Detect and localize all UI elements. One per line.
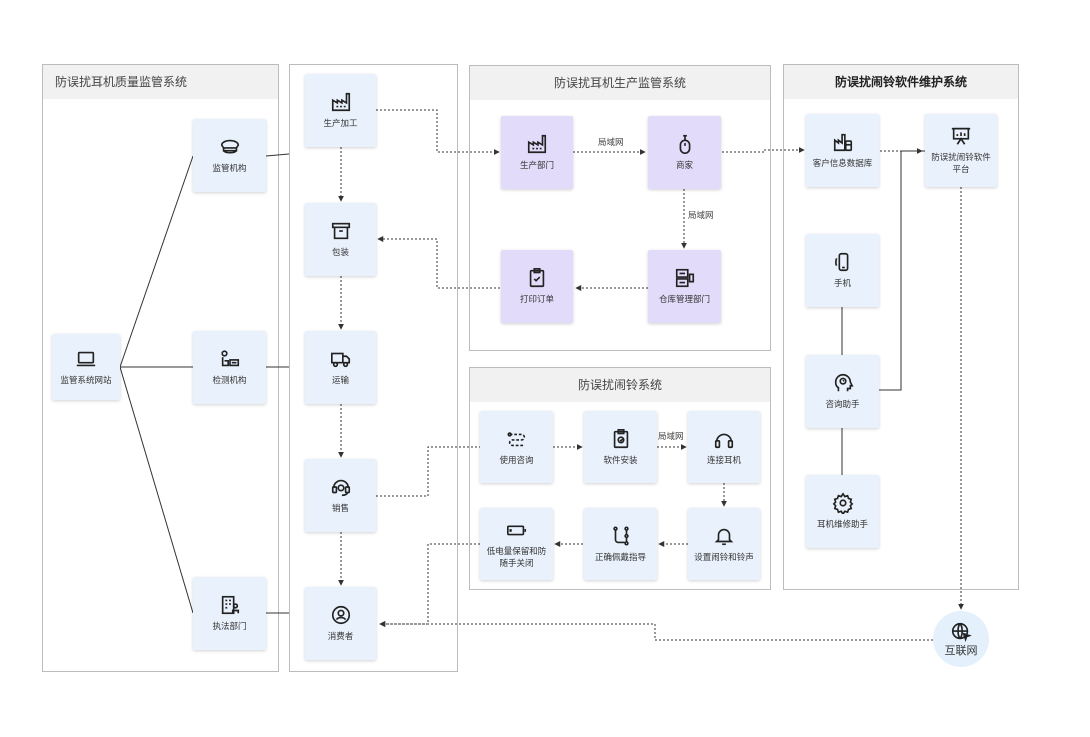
node-supervision-site[interactable]: 监管系统网站 bbox=[52, 334, 120, 400]
node-customer-db[interactable]: 客户信息数据库 bbox=[806, 114, 879, 187]
node-sales[interactable]: 销售 bbox=[305, 459, 376, 532]
police-cap-icon bbox=[219, 136, 241, 158]
node-usage-consult[interactable]: 使用咨询 bbox=[480, 411, 553, 483]
node-production-dept[interactable]: 生产部门 bbox=[501, 116, 573, 189]
group-title: 防误扰闹铃软件维护系统 bbox=[784, 65, 1018, 99]
user-circle-icon bbox=[330, 604, 352, 626]
node-processing[interactable]: 生产加工 bbox=[305, 74, 376, 147]
node-consumer[interactable]: 消费者 bbox=[305, 587, 376, 660]
mouse-icon bbox=[674, 133, 696, 155]
node-packaging[interactable]: 包装 bbox=[305, 203, 376, 276]
server-rack-icon bbox=[674, 267, 696, 289]
office-building-icon bbox=[219, 594, 241, 616]
node-merchant[interactable]: 商家 bbox=[648, 116, 721, 189]
dashed-route-icon bbox=[506, 428, 528, 450]
mobile-phone-icon bbox=[832, 251, 854, 273]
node-testing[interactable]: 检测机构 bbox=[193, 331, 266, 404]
factory-database-icon bbox=[832, 131, 854, 153]
globe-cursor-icon bbox=[950, 621, 972, 643]
archive-box-icon bbox=[330, 220, 352, 242]
presentation-board-icon bbox=[950, 125, 972, 147]
node-set-alarm[interactable]: 设置闹铃和铃声 bbox=[688, 508, 760, 580]
node-consult-assistant[interactable]: 咨询助手 bbox=[806, 355, 879, 428]
node-correct-wear[interactable]: 正确佩戴指导 bbox=[584, 508, 657, 580]
lab-equipment-icon bbox=[219, 348, 241, 370]
battery-low-icon bbox=[506, 519, 528, 541]
node-phone[interactable]: 手机 bbox=[806, 234, 879, 307]
node-print-order[interactable]: 打印订单 bbox=[501, 250, 573, 323]
node-enforcement[interactable]: 执法部门 bbox=[193, 577, 266, 650]
node-low-battery[interactable]: 低电量保留和防随手关闭 bbox=[480, 508, 553, 580]
node-software-install[interactable]: 软件安装 bbox=[584, 411, 657, 483]
group-title: 防误扰耳机质量监管系统 bbox=[43, 65, 278, 99]
edge-internet-consumer bbox=[379, 621, 933, 641]
node-transport[interactable]: 运输 bbox=[305, 331, 376, 404]
node-software-platform[interactable]: 防误扰闹铃软件平台 bbox=[925, 114, 997, 187]
node-internet[interactable]: 互联网 bbox=[933, 611, 989, 667]
laptop-icon bbox=[75, 348, 97, 370]
group-title: 防误扰耳机生产监管系统 bbox=[470, 66, 770, 100]
factory-icon bbox=[526, 133, 548, 155]
clipboard-check-icon bbox=[526, 267, 548, 289]
group-title: 防误扰闹铃系统 bbox=[470, 368, 770, 402]
flow-path-icon bbox=[610, 525, 632, 547]
node-connect-earphone[interactable]: 连接耳机 bbox=[688, 411, 760, 483]
edge-label-lan: 局域网 bbox=[688, 211, 714, 221]
gear-icon bbox=[832, 492, 854, 514]
headphones-icon bbox=[713, 428, 735, 450]
clipboard-badge-icon bbox=[610, 428, 632, 450]
edge-label-lan: 局域网 bbox=[598, 138, 624, 148]
node-regulator[interactable]: 监管机构 bbox=[193, 119, 266, 192]
headset-agent-icon bbox=[330, 476, 352, 498]
factory-icon bbox=[330, 91, 352, 113]
bell-icon bbox=[713, 525, 735, 547]
truck-icon bbox=[330, 348, 352, 370]
node-warehouse[interactable]: 仓库管理部门 bbox=[648, 250, 721, 323]
node-repair-assistant[interactable]: 耳机维修助手 bbox=[806, 475, 879, 548]
edge-label-lan: 局域网 bbox=[658, 432, 684, 442]
head-brain-icon bbox=[832, 372, 854, 394]
